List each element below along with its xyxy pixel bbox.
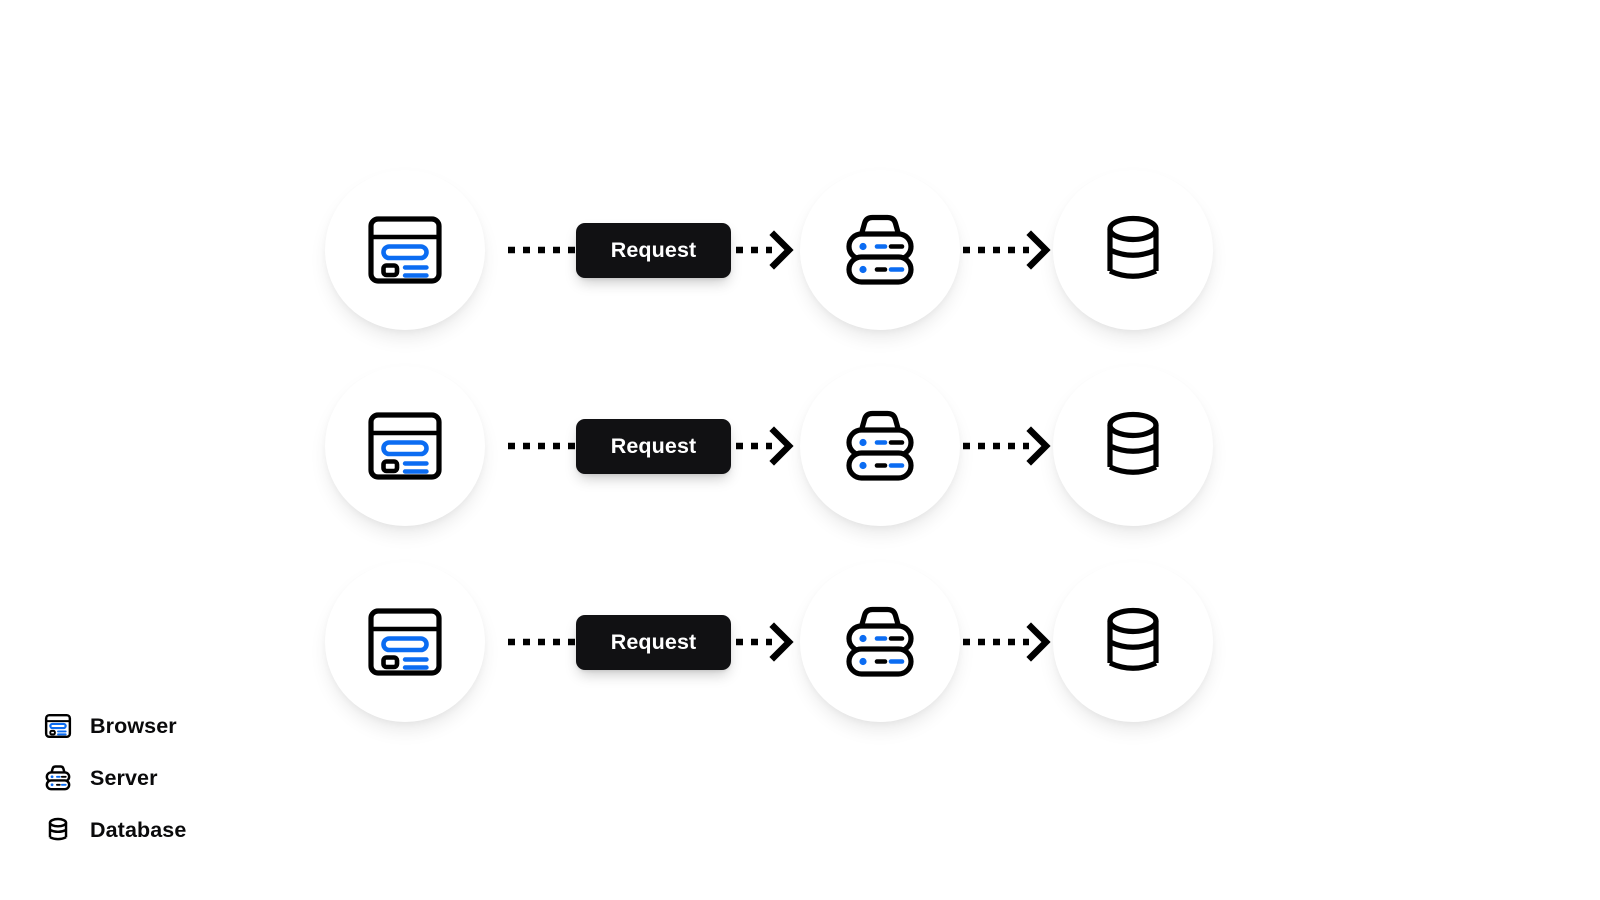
- node-database[interactable]: [1053, 562, 1213, 722]
- request-badge-label: Request: [610, 238, 697, 262]
- database-icon: [1107, 215, 1159, 279]
- connector-server-to-database: [955, 557, 1060, 727]
- legend: Browser Server: [42, 700, 362, 856]
- browser-icon: [368, 608, 442, 676]
- flow-row: Request: [0, 165, 1600, 335]
- node-browser[interactable]: [325, 366, 485, 526]
- server-icon: [846, 410, 914, 481]
- request-badge[interactable]: Request: [576, 419, 731, 474]
- node-server[interactable]: [800, 366, 960, 526]
- browser-icon: [368, 216, 442, 284]
- legend-label-server: Server: [90, 765, 158, 790]
- browser-icon: [42, 710, 74, 742]
- request-badge[interactable]: Request: [576, 223, 731, 278]
- node-browser[interactable]: [325, 170, 485, 330]
- node-server[interactable]: [800, 170, 960, 330]
- database-icon: [1107, 607, 1159, 671]
- browser-icon: [368, 412, 442, 480]
- node-browser[interactable]: [325, 562, 485, 722]
- legend-item-browser: Browser: [42, 700, 362, 752]
- legend-label-database: Database: [90, 817, 187, 842]
- server-icon: [846, 214, 914, 285]
- legend-item-database: Database: [42, 804, 362, 856]
- database-icon: [1107, 411, 1159, 475]
- flow-row: Request: [0, 361, 1600, 531]
- legend-label-browser: Browser: [90, 713, 177, 738]
- request-badge[interactable]: Request: [576, 615, 731, 670]
- request-badge-label: Request: [610, 434, 697, 458]
- connector-server-to-database: [955, 361, 1060, 531]
- server-icon: [42, 762, 74, 794]
- flow-row: Request: [0, 557, 1600, 727]
- connector-server-to-database: [955, 165, 1060, 335]
- database-icon: [42, 814, 74, 846]
- server-icon: [846, 606, 914, 677]
- node-database[interactable]: [1053, 170, 1213, 330]
- node-database[interactable]: [1053, 366, 1213, 526]
- node-server[interactable]: [800, 562, 960, 722]
- legend-item-server: Server: [42, 752, 362, 804]
- request-badge-label: Request: [610, 630, 697, 654]
